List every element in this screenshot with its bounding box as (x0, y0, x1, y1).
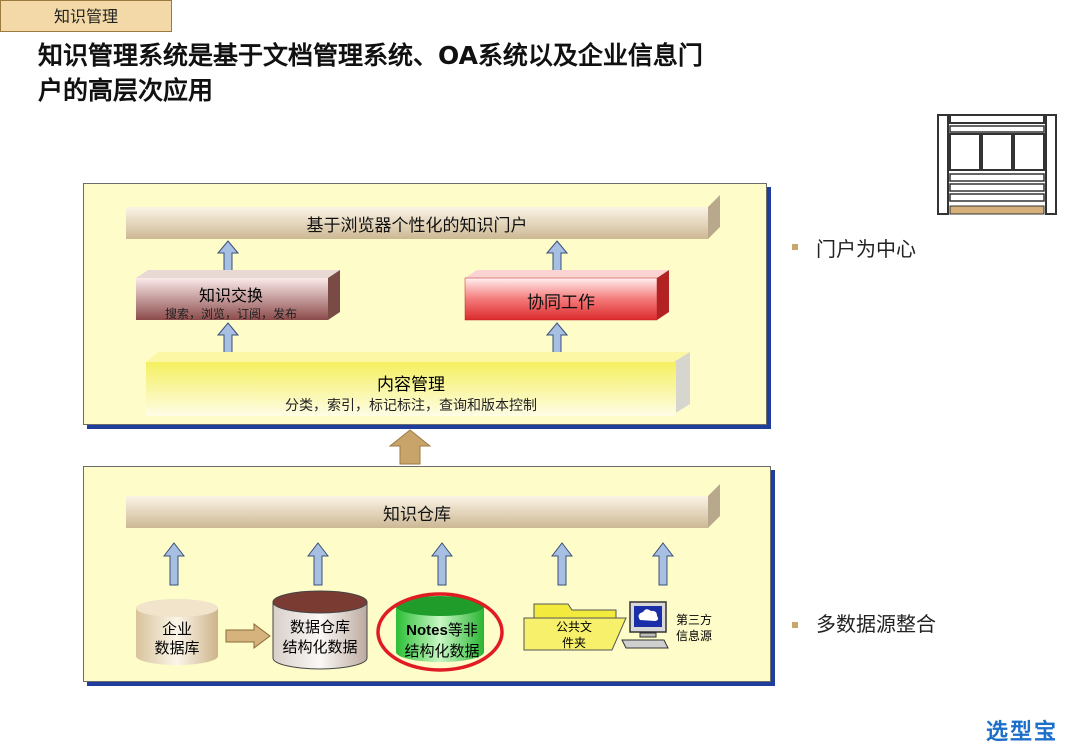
watermark-logo: 选型宝 (986, 720, 1059, 745)
exchange-subtitle: 搜索，浏览，订阅，发布 (164, 307, 297, 321)
content-bar (146, 352, 690, 416)
public-folder-line1: 公共文 (555, 620, 592, 634)
enterprise-db-label: 企业 数据库 (136, 620, 218, 658)
enterprise-db-cylinder (136, 599, 218, 665)
notes-label: Notes等非 结构化数据 (380, 620, 504, 661)
portal-layout-icon (937, 114, 1057, 215)
collab-label: 协同工作 (527, 292, 595, 313)
data-warehouse-line1: 数据仓库 (289, 618, 350, 636)
portal-bar-label: 基于浏览器个性化的知识门户 (306, 215, 528, 236)
notes-bold: Notes (406, 622, 448, 639)
section-tag: 知识管理 (0, 0, 172, 32)
warehouse-bar-label: 知识仓库 (383, 504, 451, 525)
arrow-folder-to-warehouse (551, 542, 573, 586)
page-title-line1: 知识管理系统是基于文档管理系统、OA系统以及企业信息门 (38, 41, 703, 70)
data-warehouse-cylinder (272, 590, 368, 670)
arrow-dw-to-warehouse (307, 542, 329, 586)
third-party-line2: 信息源 (676, 629, 713, 643)
highlight-ring (376, 592, 504, 672)
warehouse-bar (126, 484, 720, 528)
content-title: 内容管理 (377, 375, 445, 395)
public-folder-icon (523, 603, 627, 651)
collab-box (464, 270, 669, 321)
arrow-db-to-dw (225, 623, 271, 649)
content-subtitle: 分类，索引，标记标注，查询和版本控制 (285, 398, 537, 414)
arrow-thirdparty-to-warehouse (652, 542, 674, 586)
notes-cylinder (376, 592, 504, 672)
notes-line1: Notes等非 (380, 620, 504, 641)
enterprise-db-line2: 数据库 (154, 639, 200, 657)
data-warehouse-label: 数据仓库 结构化数据 (271, 617, 369, 657)
big-up-arrow (388, 429, 432, 465)
arrow-db-to-warehouse (163, 542, 185, 586)
bullet-portal-center (792, 244, 798, 250)
page-title: 知识管理系统是基于文档管理系统、OA系统以及企业信息门 户的高层次应用 (38, 38, 798, 108)
exchange-box (136, 270, 340, 320)
portal-bar (126, 195, 720, 239)
page-title-line2: 户的高层次应用 (38, 76, 214, 105)
third-party-label: 第三方 信息源 (676, 612, 728, 644)
enterprise-db-line1: 企业 (161, 620, 192, 638)
public-folder-line2: 件夹 (561, 636, 586, 650)
third-party-line1: 第三方 (676, 613, 713, 627)
arrow-notes-to-warehouse (431, 542, 453, 586)
computer-icon (621, 601, 669, 649)
bullet-multi-source (792, 622, 798, 628)
notes-line2: 结构化数据 (404, 642, 480, 660)
side-label-portal-center: 门户为中心 (816, 237, 916, 261)
data-warehouse-line2: 结构化数据 (282, 638, 358, 656)
public-folder-label: 公共文 件夹 (538, 619, 610, 651)
notes-rest: 等非 (447, 621, 478, 639)
side-label-multi-source: 多数据源整合 (816, 612, 936, 636)
exchange-title: 知识交换 (198, 286, 263, 305)
